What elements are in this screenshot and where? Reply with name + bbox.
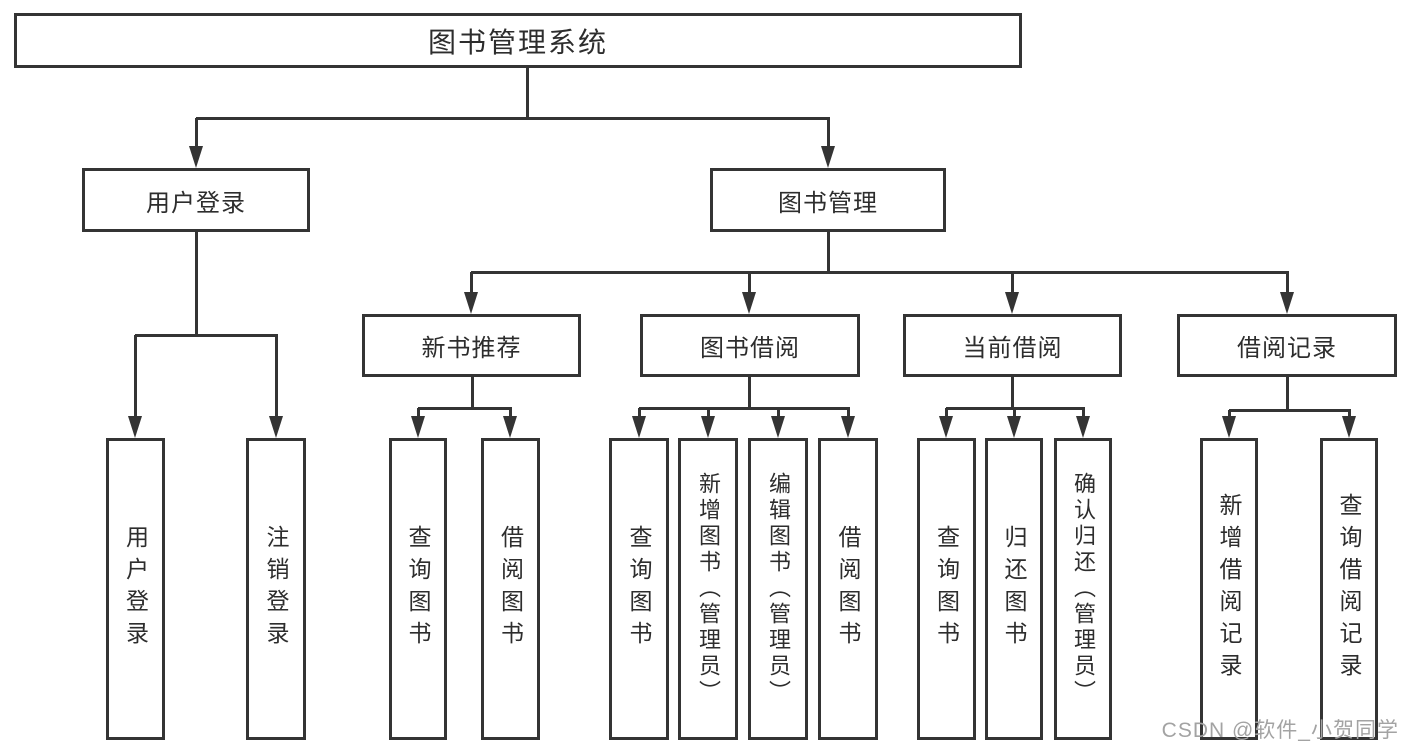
- node-book-management: 图书管理: [710, 168, 946, 232]
- node-label: 借阅记录: [1237, 335, 1337, 362]
- arrowhead-down-icon: [1280, 292, 1294, 314]
- node-op-logout: 注销登录: [246, 438, 306, 740]
- connector-line-horizontal: [418, 407, 512, 410]
- node-op-borrow-borrow-books: 借阅图书: [818, 438, 878, 740]
- node-label: 归还图书: [1001, 525, 1027, 653]
- arrowhead-down-icon: [269, 416, 283, 438]
- node-label: 确认归还（管理员）: [1071, 472, 1096, 706]
- arrowhead-down-icon: [1222, 416, 1236, 438]
- connector-line-vertical: [827, 118, 830, 150]
- node-label: 新增图书（管理员）: [696, 472, 721, 706]
- node-op-records-add-record: 新增借阅记录: [1200, 438, 1258, 740]
- connector-line-vertical: [748, 377, 751, 408]
- connector-line-vertical: [638, 408, 641, 422]
- connector-line-vertical: [526, 68, 529, 118]
- arrowhead-down-icon: [701, 416, 715, 438]
- node-label: 查询借阅记录: [1336, 493, 1362, 685]
- arrowhead-down-icon: [503, 416, 517, 438]
- node-user-login: 用户登录: [82, 168, 310, 232]
- node-borrow-records: 借阅记录: [1177, 314, 1397, 377]
- node-op-recommend-query-books: 查询图书: [389, 438, 447, 740]
- node-label: 用户登录: [146, 189, 246, 217]
- connector-line-vertical: [748, 272, 751, 298]
- arrowhead-down-icon: [1342, 416, 1356, 438]
- connector-line-vertical: [707, 408, 710, 422]
- connector-line-horizontal: [196, 117, 830, 120]
- connector-line-horizontal: [471, 271, 1289, 274]
- node-label: 图书管理系统: [427, 26, 608, 58]
- connector-line-vertical: [195, 232, 198, 335]
- watermark: CSDN @软件_小贺同学: [1161, 719, 1399, 742]
- connector-line-vertical: [134, 335, 137, 422]
- node-label: 新增借阅记录: [1216, 493, 1242, 685]
- connector-line-vertical: [1011, 272, 1014, 298]
- arrowhead-down-icon: [821, 146, 835, 168]
- node-label: 查询图书: [405, 525, 431, 653]
- arrowhead-down-icon: [128, 416, 142, 438]
- arrowhead-down-icon: [464, 292, 478, 314]
- node-op-current-query-books: 查询图书: [917, 438, 976, 740]
- node-op-current-return-books: 归还图书: [985, 438, 1043, 740]
- connector-line-vertical: [847, 408, 850, 422]
- connector-line-vertical: [509, 408, 512, 422]
- arrowhead-down-icon: [1076, 416, 1090, 438]
- connector-line-vertical: [275, 335, 278, 422]
- node-book-borrow: 图书借阅: [640, 314, 860, 377]
- node-label: 图书借阅: [700, 335, 800, 362]
- node-label: 图书管理: [778, 189, 878, 217]
- node-label: 注销登录: [263, 525, 289, 653]
- node-op-borrow-edit-books: 编辑图书（管理员）: [748, 438, 808, 740]
- connector-line-vertical: [470, 272, 473, 298]
- arrowhead-down-icon: [411, 416, 425, 438]
- connector-line-vertical: [471, 377, 474, 408]
- node-label: 编辑图书（管理员）: [766, 472, 791, 706]
- connector-line-vertical: [1082, 408, 1085, 422]
- node-op-borrow-add-books: 新增图书（管理员）: [678, 438, 738, 740]
- node-op-current-confirm-return: 确认归还（管理员）: [1054, 438, 1112, 740]
- node-op-records-query-record: 查询借阅记录: [1320, 438, 1378, 740]
- arrowhead-down-icon: [742, 292, 756, 314]
- node-label: 查询图书: [626, 525, 652, 653]
- connector-line-vertical: [1286, 377, 1289, 410]
- connector-line-vertical: [195, 118, 198, 150]
- arrowhead-down-icon: [771, 416, 785, 438]
- node-op-user-login: 用户登录: [106, 438, 165, 740]
- arrowhead-down-icon: [1005, 292, 1019, 314]
- connector-line-horizontal: [1229, 409, 1351, 412]
- connector-line-vertical: [1013, 408, 1016, 422]
- node-label: 借阅图书: [835, 525, 861, 653]
- connector-line-vertical: [945, 408, 948, 422]
- node-current-borrow: 当前借阅: [903, 314, 1122, 377]
- node-op-recommend-borrow-books: 借阅图书: [481, 438, 540, 740]
- node-new-book-recommend: 新书推荐: [362, 314, 581, 377]
- arrowhead-down-icon: [189, 146, 203, 168]
- node-label: 查询图书: [933, 525, 960, 653]
- node-label: 借阅图书: [497, 525, 524, 653]
- arrowhead-down-icon: [1007, 416, 1021, 438]
- connector-line-vertical: [1011, 377, 1014, 408]
- connector-line-horizontal: [135, 334, 278, 337]
- connector-line-horizontal: [639, 407, 850, 410]
- connector-line-vertical: [827, 232, 830, 272]
- connector-line-vertical: [1286, 272, 1289, 298]
- arrowhead-down-icon: [632, 416, 646, 438]
- connector-line-vertical: [417, 408, 420, 422]
- node-root: 图书管理系统: [14, 13, 1022, 68]
- node-label: 用户登录: [122, 525, 149, 653]
- node-label: 当前借阅: [962, 335, 1063, 362]
- node-label: 新书推荐: [421, 335, 522, 362]
- arrowhead-down-icon: [939, 416, 953, 438]
- node-op-borrow-query-books: 查询图书: [609, 438, 669, 740]
- arrowhead-down-icon: [841, 416, 855, 438]
- connector-line-vertical: [777, 408, 780, 422]
